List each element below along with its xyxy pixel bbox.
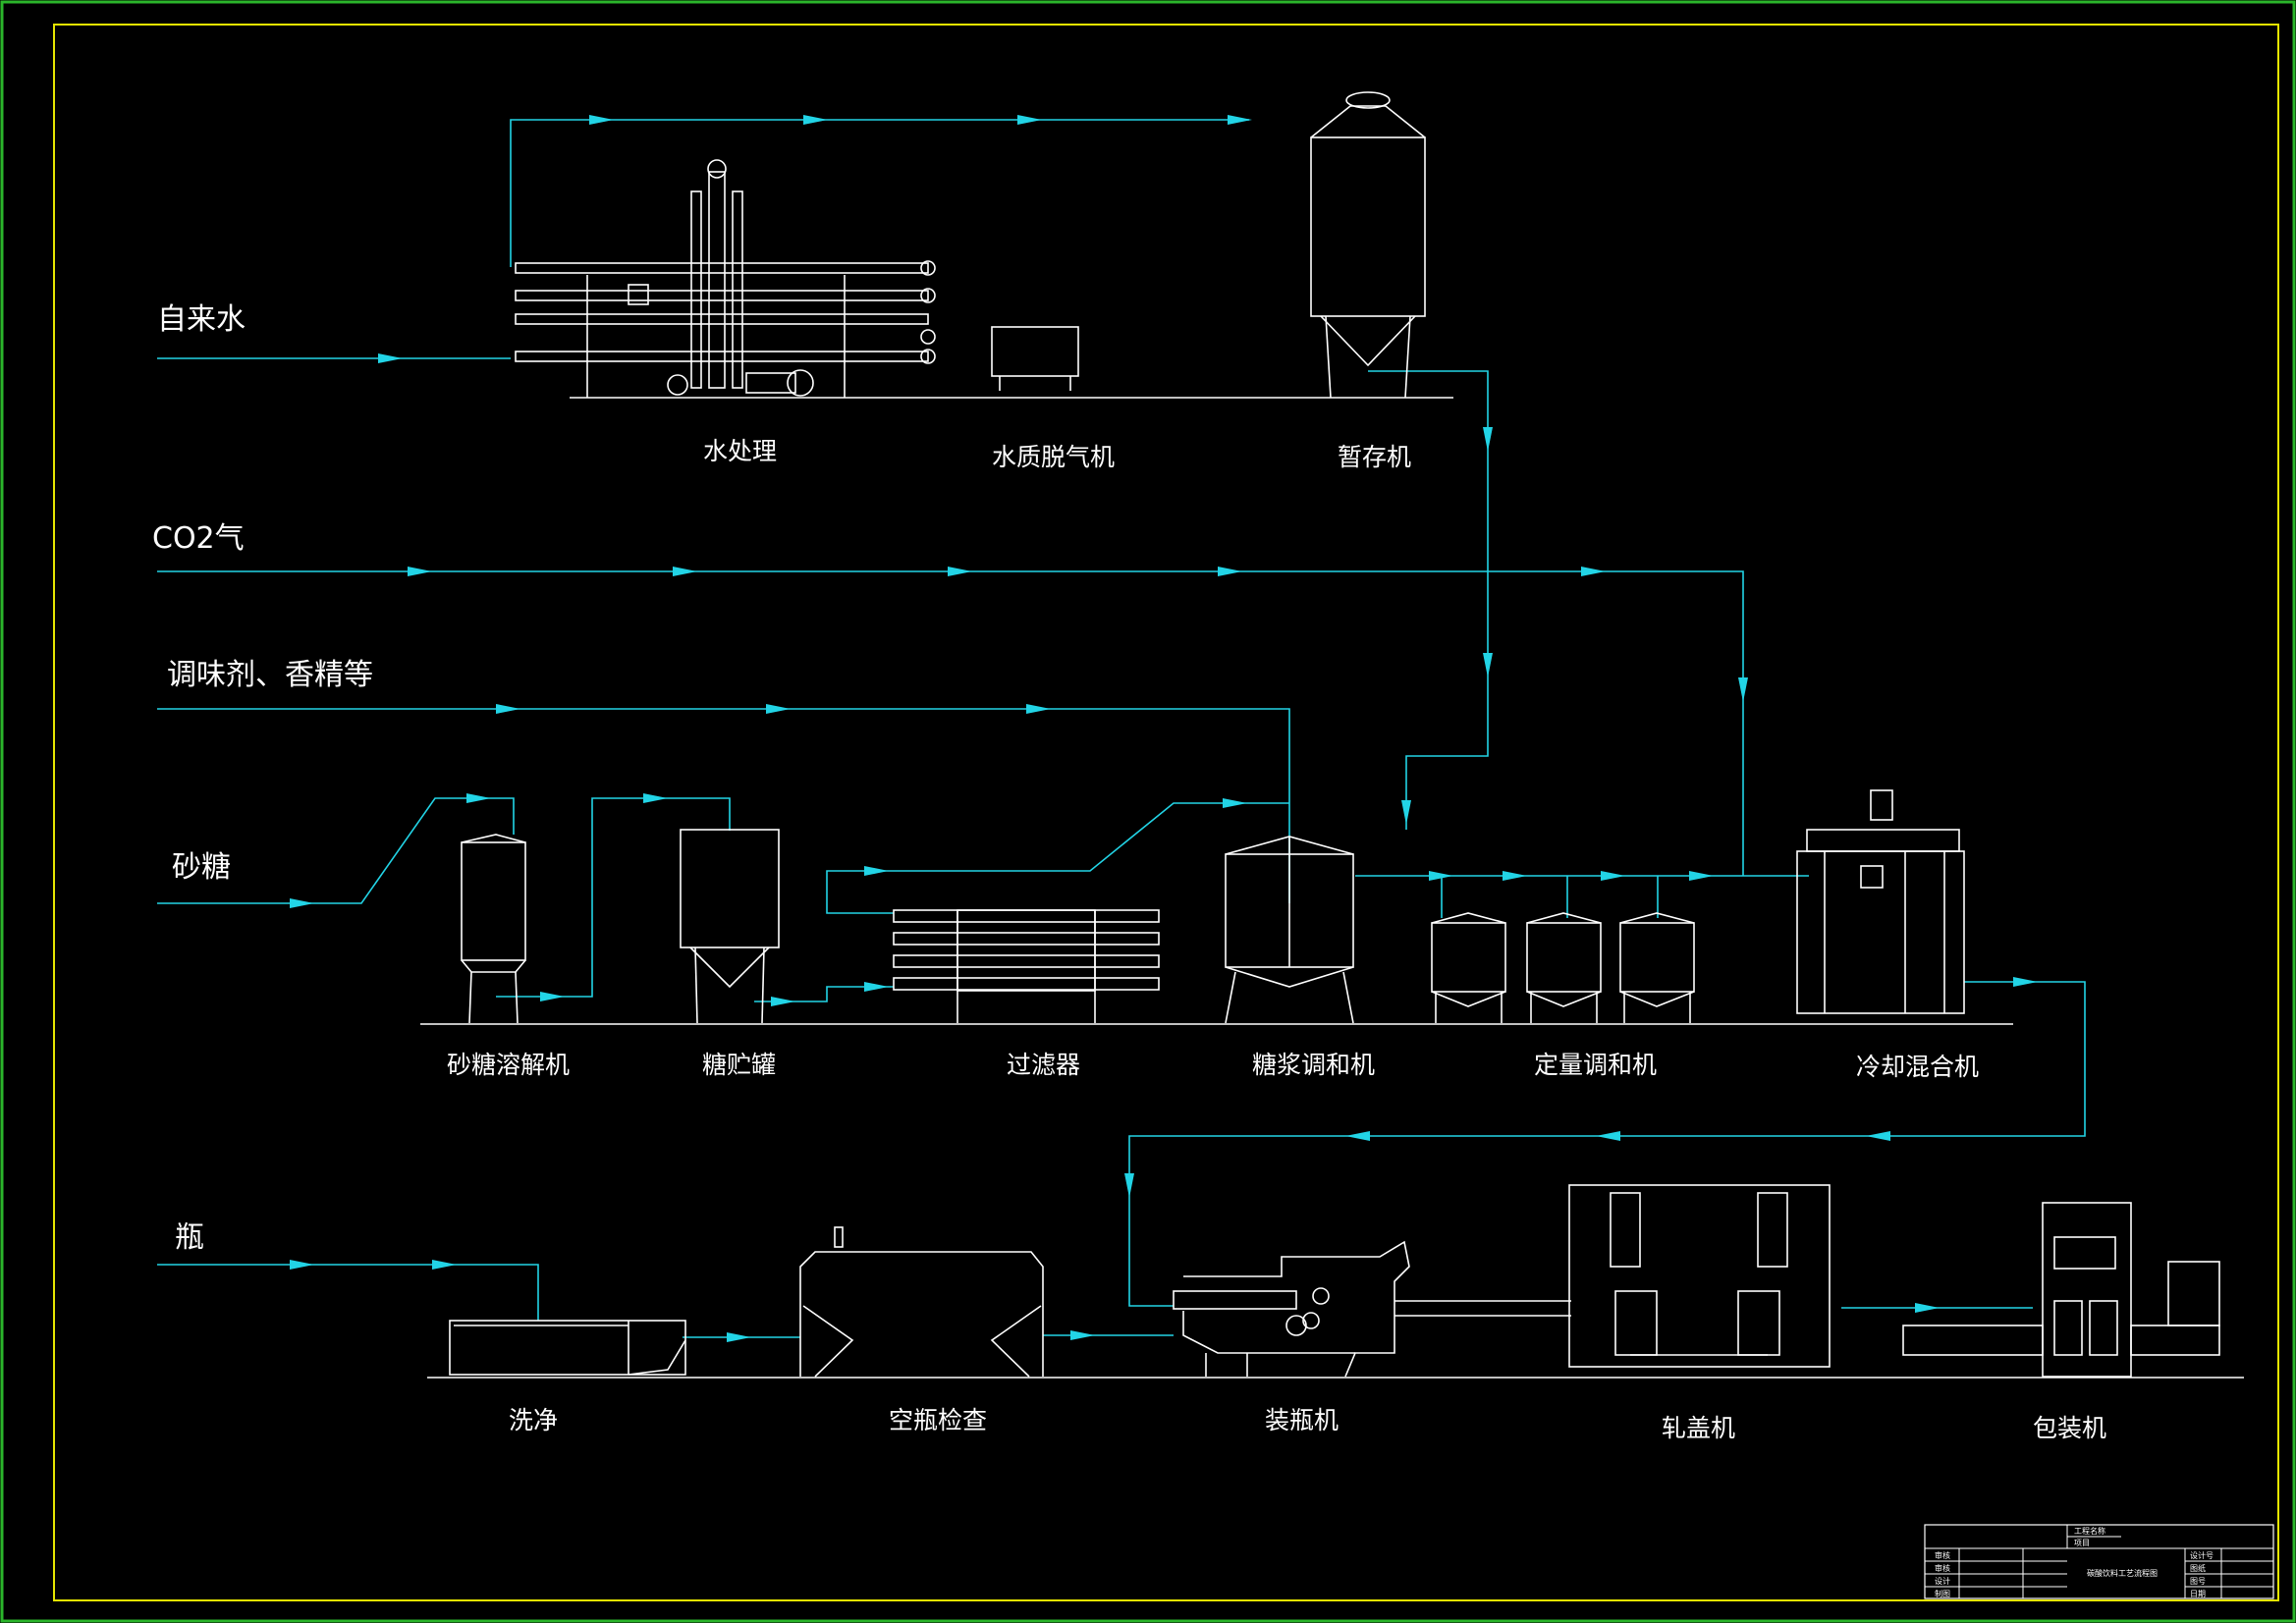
label-filler: 装瓶机 (1265, 1406, 1339, 1434)
tb-c3: 图号 (2190, 1577, 2206, 1586)
cooling-mixer-unit (1796, 789, 1965, 1014)
tb-top1: 工程名称 (2074, 1526, 2105, 1536)
ground-lines (420, 1023, 2244, 1379)
label-deaerator: 水质脱气机 (992, 443, 1115, 471)
label-inspection: 空瓶检查 (889, 1406, 987, 1434)
label-washer: 洗净 (509, 1406, 558, 1434)
label-storage: 暂存机 (1338, 443, 1411, 471)
syrup-mixer-tank (1225, 836, 1354, 1024)
sugar-dissolver (461, 834, 526, 1024)
input-sugar-label: 砂糖 (172, 850, 231, 885)
tb-r2: 审核 (1935, 1563, 1950, 1573)
tb-top2: 项目 (2074, 1539, 2090, 1547)
tb-c1: 设计号 (2190, 1550, 2214, 1560)
flow-arrows (290, 115, 2038, 1342)
water-treatment-unit (515, 159, 1453, 399)
sugar-storage-tank (680, 829, 780, 1024)
tb-r3: 设计 (1935, 1576, 1950, 1586)
title-block: 工程名称 项目 审核 审核 设计 制图 碳酸饮料工艺流程图 设计号 图纸 图号 … (1924, 1524, 2274, 1599)
label-cooling-mixer: 冷却混合机 (1856, 1053, 1979, 1081)
bottle-washer (449, 1320, 686, 1376)
bottle-filler (1173, 1240, 1571, 1378)
dosing-mixer-tanks (1431, 912, 1695, 1023)
input-bottle-label: 瓶 (175, 1220, 204, 1255)
label-filter: 过滤器 (1007, 1051, 1080, 1079)
label-water-treatment: 水处理 (703, 437, 777, 465)
equipment-labels: 水处理 水质脱气机 暂存机 砂糖溶解机 糖贮罐 过滤器 糖浆调和机 定量调和机 … (447, 437, 2106, 1442)
label-sugar-dissolver: 砂糖溶解机 (447, 1051, 570, 1079)
label-dosing-mixer: 定量调和机 (1534, 1051, 1657, 1079)
bottle-capper (1568, 1184, 1831, 1368)
label-syrup-mixer: 糖浆调和机 (1252, 1051, 1375, 1079)
tb-r1: 审核 (1935, 1550, 1950, 1560)
empty-bottle-inspector (799, 1226, 1044, 1378)
packing-machine (1902, 1202, 2220, 1378)
input-flavor-label: 调味剂、香精等 (167, 658, 373, 692)
tb-c2: 图纸 (2190, 1563, 2206, 1573)
pipelines (157, 119, 2086, 1338)
input-water-label: 自来水 (157, 302, 246, 337)
tb-r4: 制图 (1935, 1589, 1950, 1598)
tb-c4: 日期 (2190, 1590, 2206, 1598)
label-capper: 轧盖机 (1662, 1414, 1735, 1442)
input-co2-label: CO2气 (152, 521, 245, 556)
tb-title: 碳酸饮料工艺流程图 (2087, 1568, 2158, 1578)
storage-tank (1310, 91, 1426, 399)
drawing-frame (53, 24, 2279, 1601)
input-labels: 自来水 CO2气 调味剂、香精等 砂糖 瓶 (152, 302, 373, 1255)
filter-unit (893, 909, 1160, 1023)
label-sugar-tank: 糖贮罐 (702, 1051, 776, 1079)
label-packer: 包装机 (2033, 1414, 2106, 1442)
